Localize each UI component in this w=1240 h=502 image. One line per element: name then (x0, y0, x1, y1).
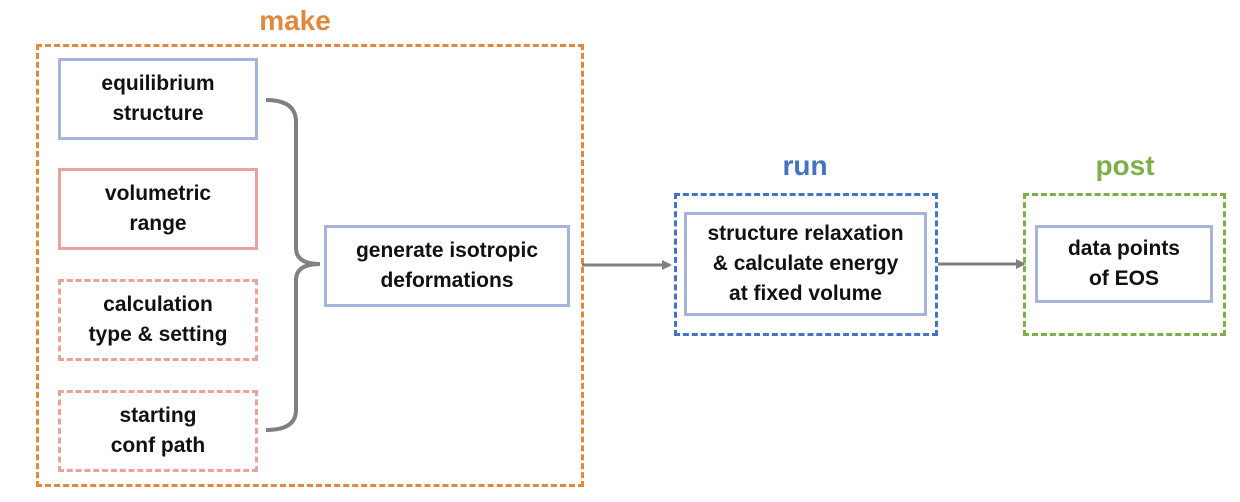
post-title: post (1095, 150, 1155, 181)
equilibrium-structure-box: equilibrium structure (58, 58, 258, 140)
run-group-frame (674, 193, 938, 336)
run-title: run (782, 150, 828, 181)
starting-conf-path-box: starting conf path (58, 390, 258, 472)
calculation-type-setting-box: calculation type & setting (58, 279, 258, 361)
eos-data-points-box: data points of EOS (1035, 225, 1213, 303)
volumetric-range-box: volumetric range (58, 168, 258, 250)
input-bracket (265, 98, 321, 432)
generate-deformations-box: generate isotropic deformations (324, 225, 570, 307)
structure-relaxation-box: structure relaxation & calculate energy … (684, 212, 927, 316)
make-title: make (259, 5, 331, 36)
